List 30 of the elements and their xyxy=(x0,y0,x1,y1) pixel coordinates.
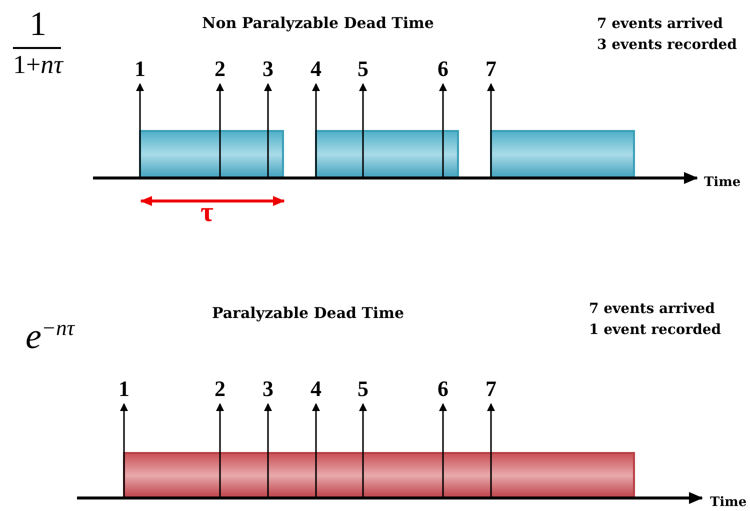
dead-time-bar xyxy=(315,130,459,179)
event-number: 5 xyxy=(358,58,368,80)
count-note: 7 events arrived xyxy=(589,302,715,316)
dead-time-bar xyxy=(123,452,635,499)
panel-title: Paralyzable Dead Time xyxy=(212,306,404,321)
axis-label: Time xyxy=(704,176,741,189)
axis-label: Time xyxy=(710,496,747,509)
count-note: 1 event recorded xyxy=(589,323,722,337)
dead-time-bar xyxy=(139,130,284,179)
event-number: 2 xyxy=(214,378,226,400)
event-number: 7 xyxy=(486,58,496,80)
fraction-numerator: 1 xyxy=(30,8,46,42)
event-number: 2 xyxy=(214,58,226,80)
event-number: 4 xyxy=(310,58,322,80)
fraction-denominator: 1+nτ xyxy=(13,52,63,78)
tau-label: τ xyxy=(200,199,214,227)
event-number: 3 xyxy=(262,58,274,80)
event-number: 6 xyxy=(438,58,448,80)
event-number: 3 xyxy=(262,378,274,400)
panel-title: Non Paralyzable Dead Time xyxy=(202,16,434,31)
event-number: 6 xyxy=(438,378,448,400)
count-note: 3 events recorded xyxy=(597,38,737,52)
event-number: 4 xyxy=(310,378,322,400)
event-number: 1 xyxy=(134,58,146,80)
event-number: 7 xyxy=(486,378,496,400)
event-number: 5 xyxy=(358,378,368,400)
dead-time-bar xyxy=(490,130,635,179)
count-note: 7 events arrived xyxy=(597,17,723,31)
event-number: 1 xyxy=(118,378,130,400)
formula: e$^{−nτ}$ xyxy=(25,318,75,354)
